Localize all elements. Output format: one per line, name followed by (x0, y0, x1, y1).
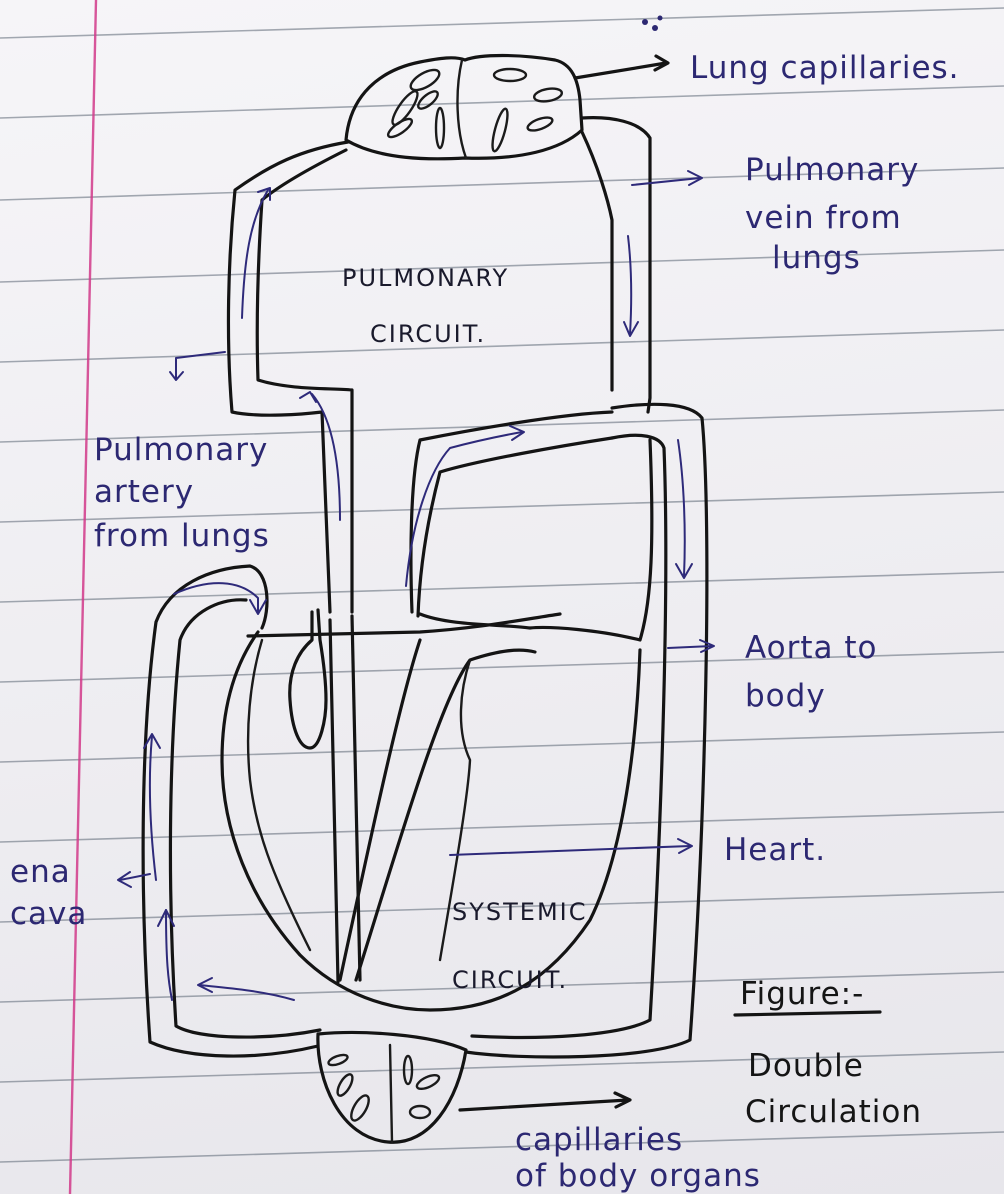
label-heart: Heart. (724, 832, 826, 868)
systemic-loop (143, 404, 707, 1057)
figure-caption-line1: Double (748, 1048, 864, 1084)
label-lung-capillaries: Lung capillaries. (690, 50, 960, 86)
pulmonary-loop (228, 118, 650, 612)
label-systemic-circuit-line2: CIRCUIT. (452, 966, 568, 994)
label-pulmonary-vein-line1: Pulmonary (745, 152, 919, 188)
figure-heading-underline (735, 1012, 880, 1015)
aorta-loop (411, 412, 652, 640)
label-body-capillaries-line2: of body organs (515, 1158, 761, 1194)
label-pulmonary-circuit-line1: PULMONARY (342, 264, 509, 292)
figure-heading: Figure:- (740, 976, 864, 1012)
label-pulmonary-circuit-line2: CIRCUIT. (370, 320, 486, 348)
label-pulmonary-artery-line1: Pulmonary (94, 432, 268, 468)
label-aorta-line1: Aorta to (745, 630, 878, 666)
heart (222, 610, 640, 1010)
label-pointers (118, 171, 880, 1015)
label-pulmonary-vein-line2: vein from (745, 200, 902, 236)
lung-capillary-bed (346, 56, 668, 159)
label-vena-cava-line1: ena (10, 854, 71, 890)
label-pulmonary-artery-line3: from lungs (94, 518, 270, 554)
label-systemic-circuit-line1: SYSTEMIC (452, 898, 588, 926)
margin-line (70, 0, 96, 1194)
figure-caption-line2: Circulation (745, 1094, 922, 1130)
label-aorta-line2: body (745, 678, 826, 714)
label-vena-cava-line2: cava (10, 896, 87, 932)
label-body-capillaries-line1: capillaries (515, 1122, 683, 1158)
label-pulmonary-artery-line2: artery (94, 474, 194, 510)
label-pulmonary-vein-line3: lungs (772, 240, 861, 276)
